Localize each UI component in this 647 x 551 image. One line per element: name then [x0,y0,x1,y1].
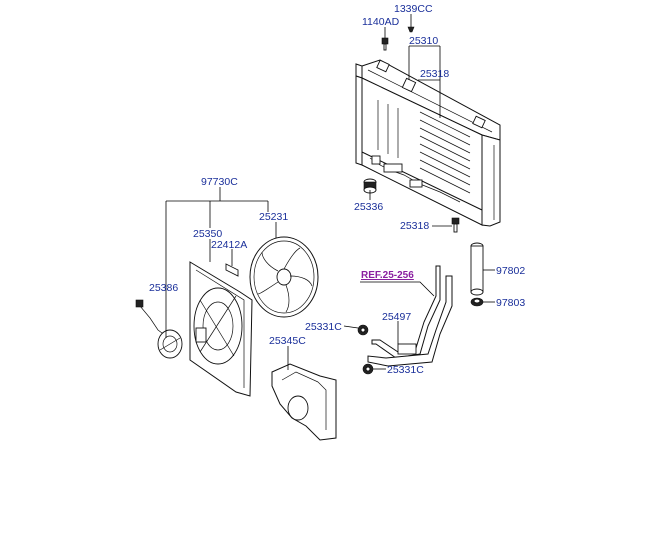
label-22412A-plate [225,263,239,277]
label-97803[interactable]: 97803 [496,297,525,309]
label-1140AD[interactable]: 1140AD [362,16,400,28]
part-labels: 1339CC 1140AD 25310 25318 25336 25318 97… [149,3,525,376]
label-22412A[interactable]: 22412A [211,239,247,251]
label-25345C[interactable]: 25345C [269,335,306,347]
label-25231[interactable]: 25231 [259,211,288,223]
motor-25386 [135,299,183,359]
label-25386[interactable]: 25386 [149,282,178,294]
label-25497[interactable]: 25497 [382,311,411,323]
label-25310[interactable]: 25310 [409,35,438,47]
label-97730C[interactable]: 97730C [201,176,238,188]
pipe-25497 [367,265,453,367]
bolt-25318-lower [451,217,460,233]
label-25336[interactable]: 25336 [354,201,383,213]
bracket-25345C [271,363,337,441]
reference-link[interactable]: REF.25-256 [361,270,414,281]
clamp-25331C-lower [362,363,374,375]
label-97802[interactable]: 97802 [496,265,525,277]
radiator-assembly [355,59,501,227]
label-25350[interactable]: 25350 [193,228,222,240]
label-25331C-upper[interactable]: 25331C [305,321,342,333]
leader-lines [165,14,495,370]
label-25331C-lower[interactable]: 25331C [387,364,424,376]
bolt-1140AD [381,37,389,51]
label-25318-lower[interactable]: 25318 [400,220,429,232]
fan-25231 [249,236,319,318]
hose-97802 [470,242,484,296]
fan-shroud-25350 [189,261,253,397]
clamp-97803 [470,297,484,307]
clamp-25331C-upper [357,324,369,336]
label-1339CC[interactable]: 1339CC [394,3,433,15]
label-25318-upper[interactable]: 25318 [420,68,449,80]
clip-1339CC [407,26,415,33]
